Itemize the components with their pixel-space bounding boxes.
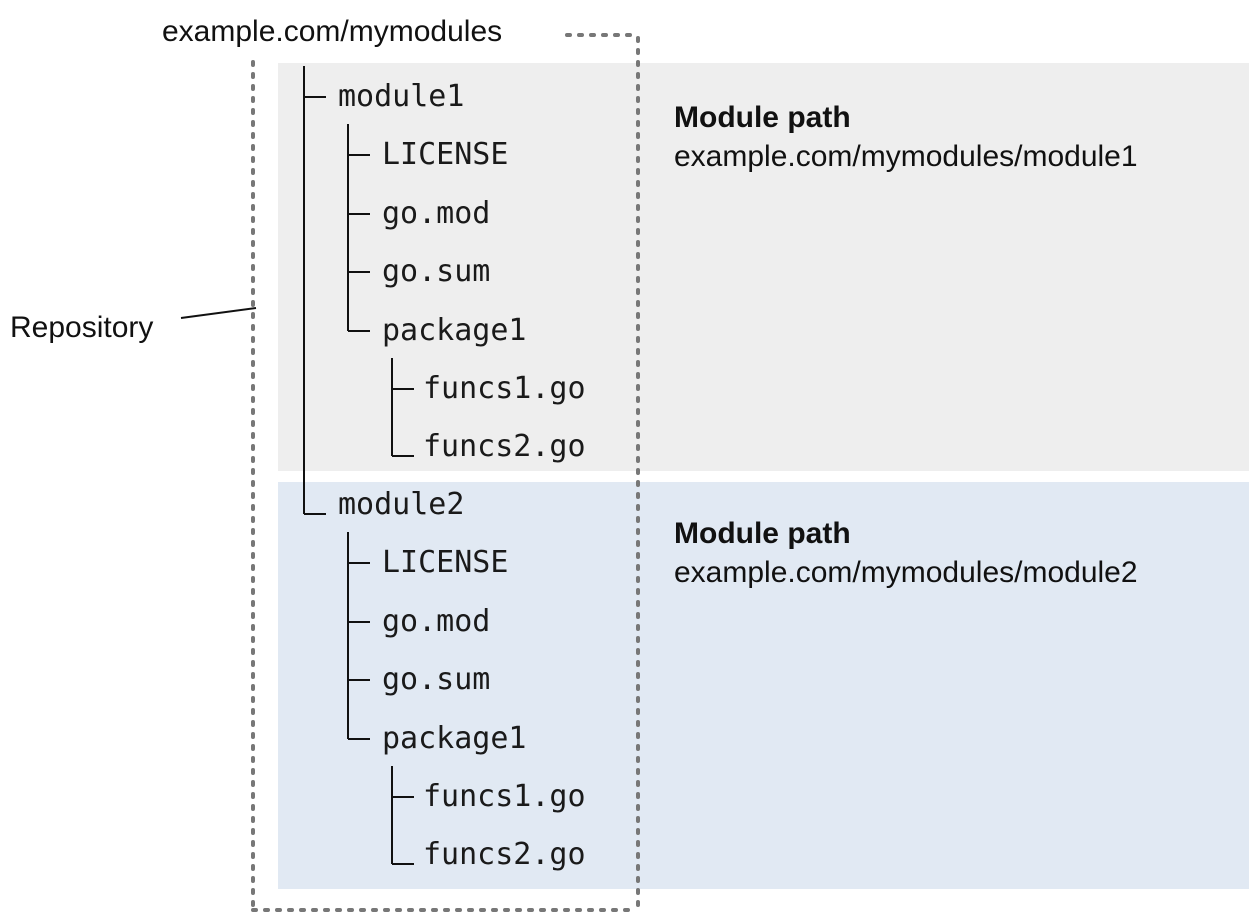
module1-go-sum: go.sum [382,254,491,289]
module2-path-heading: Module path [674,517,851,550]
repository-root-path: example.com/mymodules [162,15,503,48]
module1-dir: module1 [338,79,465,114]
module1-go-mod: go.mod [382,196,491,231]
module1-funcs2-go: funcs2.go [423,429,586,464]
module2-go-mod: go.mod [382,604,491,639]
module1-path-value: example.com/mymodules/module1 [674,140,1138,173]
module1-package1: package1 [382,313,527,348]
repository-pointer-line [180,307,257,319]
module1-path-heading: Module path [674,101,851,134]
module2-go-sum: go.sum [382,662,491,697]
module2-dir: module2 [338,487,465,522]
module2-path-value: example.com/mymodules/module2 [674,556,1138,589]
module1-funcs1-go: funcs1.go [423,371,586,406]
module2-license: LICENSE [382,545,509,580]
tree-lines [303,66,414,865]
module1-license: LICENSE [382,137,509,172]
repository-label: Repository [10,311,154,344]
module2-package1: package1 [382,721,527,756]
module2-panel [278,482,1249,889]
module2-funcs2-go: funcs2.go [423,837,586,872]
module1-panel [278,63,1249,471]
repository-boundary [251,33,640,912]
module2-funcs1-go: funcs1.go [423,779,586,814]
